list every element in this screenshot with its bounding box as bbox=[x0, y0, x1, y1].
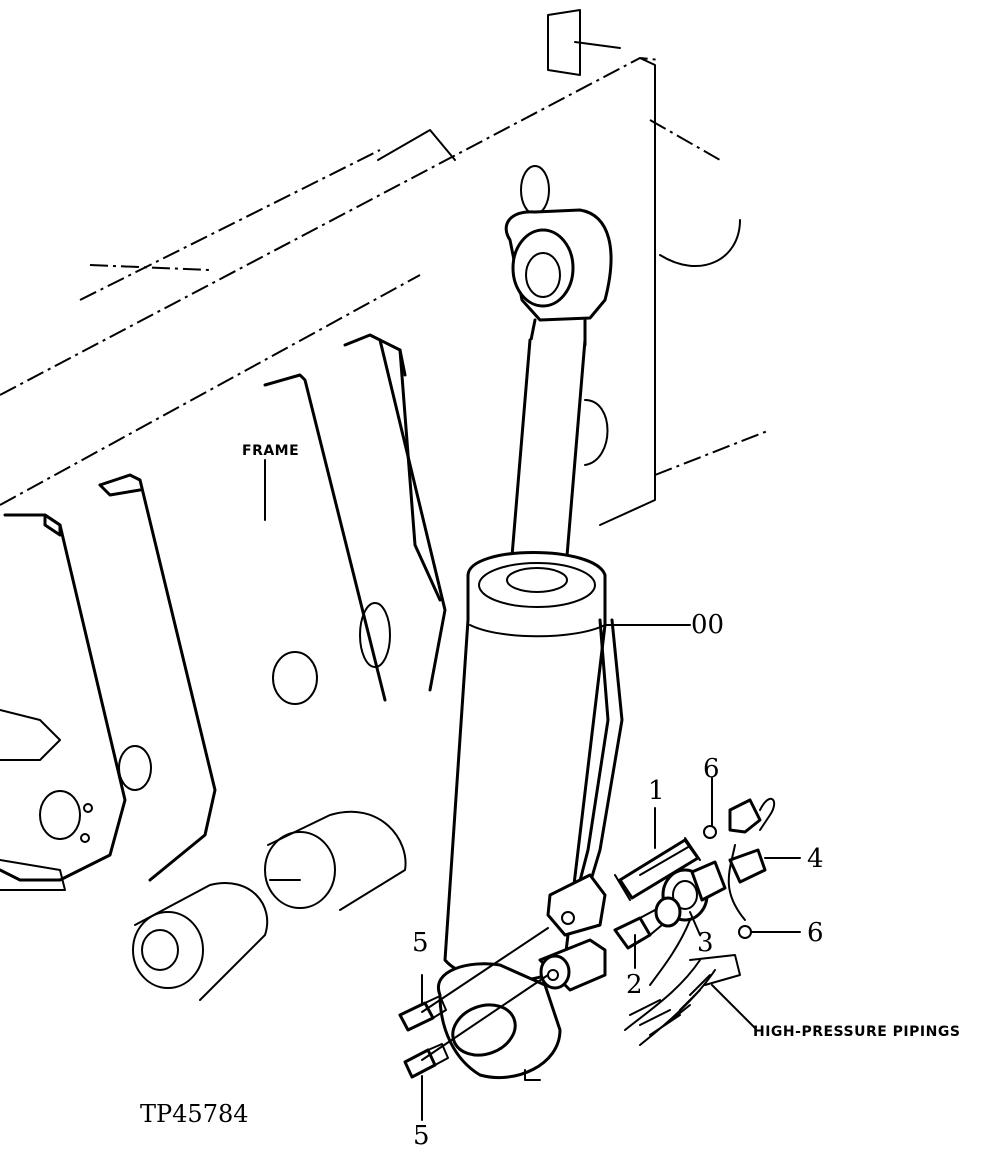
callout-o-ring-upper: 6 bbox=[703, 754, 720, 784]
callout-elbow-fitting: 2 bbox=[626, 970, 643, 1000]
frame-label: FRAME bbox=[242, 443, 300, 459]
figure-code: TP45784 bbox=[140, 1100, 249, 1128]
callout-connector: 4 bbox=[807, 844, 824, 874]
hydraulic-cylinder bbox=[436, 208, 624, 1081]
callout-cylinder: 00 bbox=[691, 610, 725, 640]
pipe-part bbox=[614, 837, 701, 901]
callout-o-ring-lower: 6 bbox=[807, 918, 824, 948]
high-pressure-pipings bbox=[624, 919, 741, 1046]
callout-grease-fitting-lower: 5 bbox=[413, 1121, 430, 1151]
callout-union-fitting: 3 bbox=[697, 928, 714, 958]
union-fitting-part bbox=[654, 860, 727, 928]
callout-grease-fitting-upper: 5 bbox=[412, 928, 429, 958]
leader-lines bbox=[264, 459, 801, 1121]
frame-plate bbox=[0, 9, 771, 526]
high-pressure-pipings-label: HIGH-PRESSURE PIPINGS bbox=[753, 1024, 961, 1040]
frame-brackets bbox=[0, 333, 447, 1001]
connector-part bbox=[727, 797, 776, 921]
callout-pipe: 1 bbox=[648, 776, 665, 806]
